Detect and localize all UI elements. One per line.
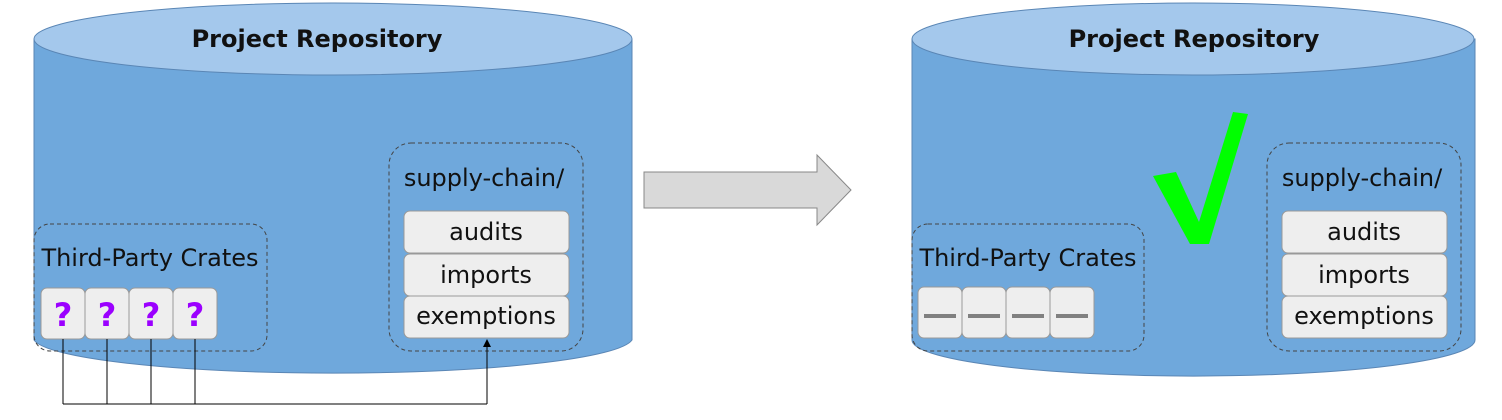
file-box-exemptions [403,295,570,339]
right-arrow-icon [643,153,852,227]
crates-label: Third-Party Crates [40,244,258,272]
repository-after: Project Repository Third-Party Crates su… [911,2,1476,377]
crate-unknown-mark: ? [98,296,117,334]
cylinder-top [911,2,1475,76]
file-label: imports [440,261,532,289]
supply-chain-group [388,142,584,352]
supply-chain-label: supply-chain/ [1282,164,1443,192]
file-label: exemptions [416,302,556,330]
file-box-audits [403,210,570,254]
file-label: audits [449,218,523,246]
repository-before: Project Repository Third-Party Crates ? … [33,2,633,405]
crates-group [33,223,268,352]
supply-chain-group [1266,142,1462,352]
file-box-audits [1281,210,1448,254]
crate-box [1049,286,1095,339]
crate-box [917,286,963,339]
crate-box [961,286,1007,339]
file-label: audits [1327,218,1401,246]
file-label: imports [1318,261,1410,289]
file-box-exemptions [1281,295,1448,339]
crate-unknown-mark: ? [54,296,73,334]
crate-to-exemptions-connectors [62,339,491,405]
crates-group [911,223,1145,352]
repository-title: Project Repository [1069,25,1320,53]
crate-unknown-mark: ? [186,296,205,334]
repository-title: Project Repository [192,25,443,53]
supply-chain-label: supply-chain/ [404,164,565,192]
crate-box [1005,286,1051,339]
cylinder-top [33,2,633,76]
crate-unknown-mark: ? [142,296,161,334]
file-label: exemptions [1294,302,1434,330]
crates-label: Third-Party Crates [918,244,1136,272]
check-icon [1153,112,1248,244]
